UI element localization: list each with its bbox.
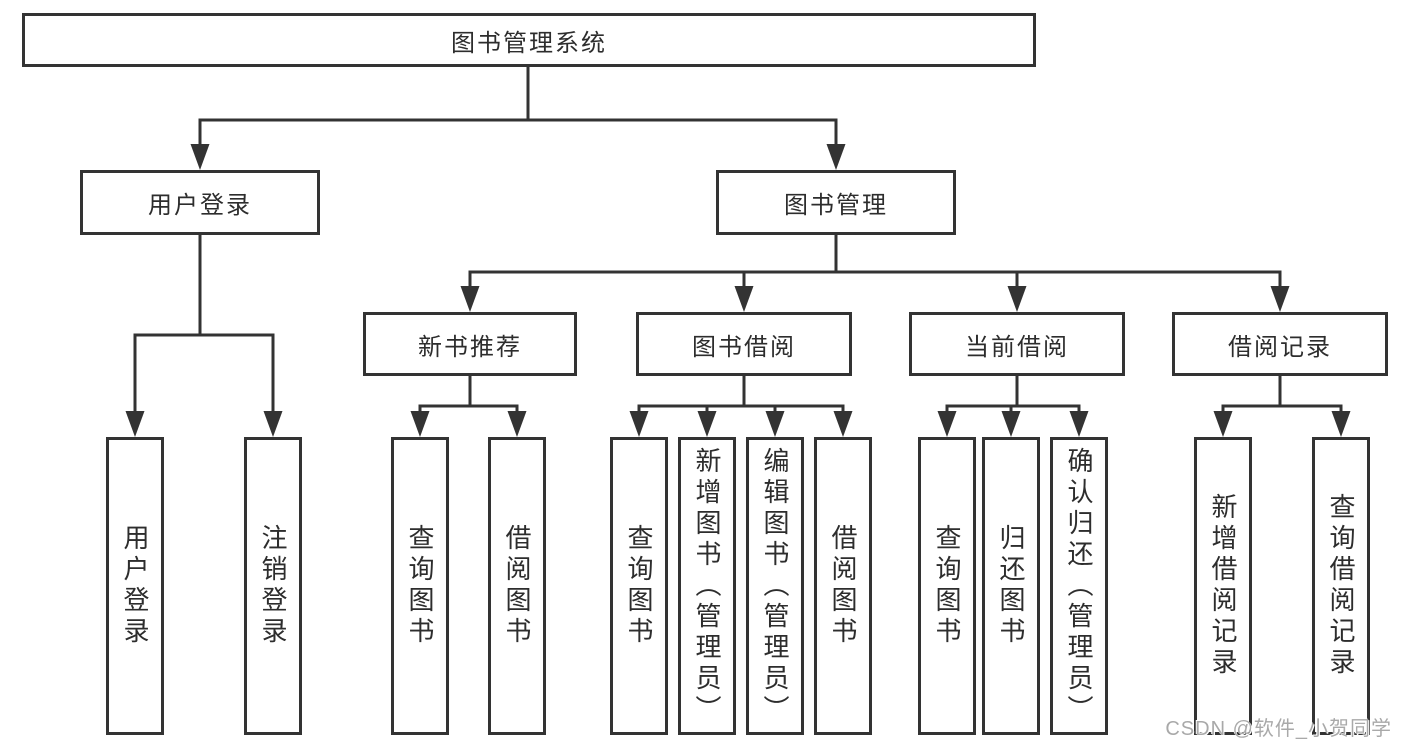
arrowhead-icon xyxy=(263,411,283,437)
arrowhead-icon xyxy=(1331,411,1351,437)
node-label: 新书推荐 xyxy=(418,333,522,361)
node-new-book-recommendation: 新书推荐 xyxy=(363,312,577,376)
leaf-label: 查询借阅记录 xyxy=(1326,493,1356,679)
arrowhead-icon xyxy=(1270,286,1290,312)
arrowhead-icon xyxy=(1069,411,1089,437)
leaf-confirm-return-admin: 确认归还（管理员） xyxy=(1050,437,1108,735)
node-book-management: 图书管理 xyxy=(716,170,956,235)
node-label: 图书管理系统 xyxy=(451,29,607,57)
leaf-query-books-current: 查询图书 xyxy=(918,437,976,735)
node-book-borrowing: 图书借阅 xyxy=(636,312,852,376)
leaf-label: 查询图书 xyxy=(624,524,654,648)
arrowhead-icon xyxy=(1001,411,1021,437)
leaf-label: 查询图书 xyxy=(932,524,962,648)
arrowhead-icon xyxy=(629,411,649,437)
node-user-login: 用户登录 xyxy=(80,170,320,235)
leaf-add-borrow-record: 新增借阅记录 xyxy=(1194,437,1252,735)
arrowhead-icon xyxy=(125,411,145,437)
arrowhead-icon xyxy=(734,286,754,312)
leaf-borrow-books-recommend: 借阅图书 xyxy=(488,437,546,735)
arrowhead-icon xyxy=(697,411,717,437)
node-label: 当前借阅 xyxy=(965,333,1069,361)
leaf-logout: 注销登录 xyxy=(244,437,302,735)
leaf-return-book: 归还图书 xyxy=(982,437,1040,735)
leaf-label: 编辑图书（管理员） xyxy=(760,446,790,726)
node-label: 图书管理 xyxy=(784,192,888,219)
arrowhead-icon xyxy=(765,411,785,437)
arrowhead-icon xyxy=(507,411,527,437)
leaf-label: 新增借阅记录 xyxy=(1208,493,1238,679)
leaf-user-login: 用户登录 xyxy=(106,437,164,735)
arrowhead-icon xyxy=(190,144,210,170)
node-borrowing-records: 借阅记录 xyxy=(1172,312,1388,376)
leaf-borrow-books-borrowing: 借阅图书 xyxy=(814,437,872,735)
leaf-label: 用户登录 xyxy=(120,524,150,648)
leaf-label: 归还图书 xyxy=(996,524,1026,648)
leaf-label: 确认归还（管理员） xyxy=(1064,446,1094,726)
arrowhead-icon xyxy=(826,144,846,170)
leaf-query-borrow-record: 查询借阅记录 xyxy=(1312,437,1370,735)
leaf-edit-book-admin: 编辑图书（管理员） xyxy=(746,437,804,735)
leaf-label: 注销登录 xyxy=(258,524,288,648)
node-current-borrowing: 当前借阅 xyxy=(909,312,1125,376)
leaf-query-books-recommend: 查询图书 xyxy=(391,437,449,735)
leaf-add-book-admin: 新增图书（管理员） xyxy=(678,437,736,735)
node-library-management-system: 图书管理系统 xyxy=(22,13,1036,67)
leaf-label: 借阅图书 xyxy=(502,524,532,648)
arrowhead-icon xyxy=(1213,411,1233,437)
arrowhead-icon xyxy=(833,411,853,437)
leaf-query-books-borrowing: 查询图书 xyxy=(610,437,668,735)
leaf-label: 查询图书 xyxy=(405,524,435,648)
node-label: 借阅记录 xyxy=(1228,333,1332,361)
arrowhead-icon xyxy=(1007,286,1027,312)
leaf-label: 新增图书（管理员） xyxy=(692,446,722,726)
node-label: 用户登录 xyxy=(148,192,252,219)
arrowhead-icon xyxy=(460,286,480,312)
node-label: 图书借阅 xyxy=(692,333,796,361)
leaf-label: 借阅图书 xyxy=(828,524,858,648)
arrowhead-icon xyxy=(937,411,957,437)
csdn-watermark: CSDN @软件_小贺同学 xyxy=(1165,718,1392,740)
arrowhead-icon xyxy=(410,411,430,437)
